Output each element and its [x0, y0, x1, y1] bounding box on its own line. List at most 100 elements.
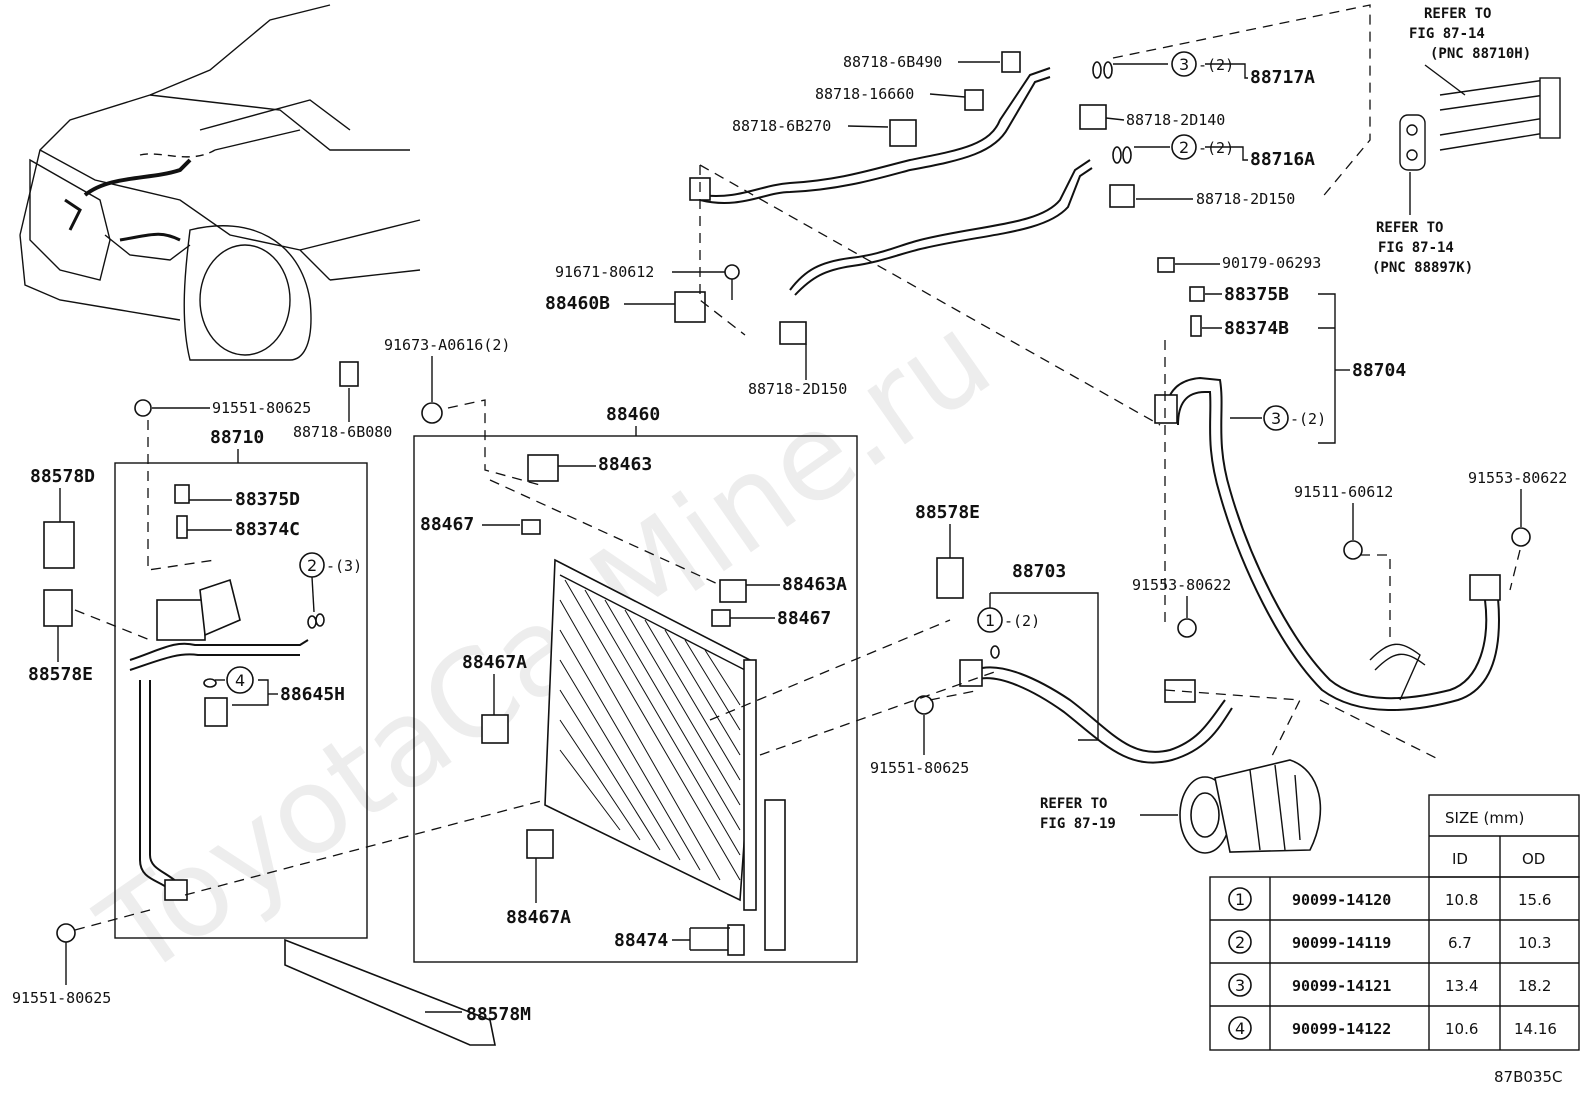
bolt-icon [56, 923, 76, 943]
label-88718-2D150-top: 88718-2D150 [1196, 190, 1295, 208]
o-ring-icon [1112, 146, 1122, 164]
cap-icon [174, 484, 190, 504]
reference-notes: REFER TO FIG 87-14 (PNC 88710H) REFER TO… [1040, 6, 1531, 832]
bolt-icon [724, 264, 740, 280]
label-88460: 88460 [606, 404, 660, 425]
bolt-icon [1177, 618, 1197, 638]
svg-text:10.3: 10.3 [1518, 934, 1551, 952]
label-91551-80625-bottom: 91551-80625 [12, 989, 111, 1007]
valve-parts-right [914, 257, 1531, 715]
bolt-icon [421, 402, 443, 424]
label-91673-A0616: 91673-A0616(2) [384, 336, 510, 354]
size-table-row-2: 2 90099-14119 6.7 10.3 [1228, 930, 1551, 954]
watermark: ToyotaCarMine.ru [76, 289, 1015, 1005]
svg-text:14.16: 14.16 [1514, 1020, 1557, 1038]
bolt-icon [1343, 540, 1363, 560]
label-88645H: 88645H [280, 684, 345, 705]
cushion-icon [481, 714, 509, 744]
label-88463: 88463 [598, 454, 652, 475]
callouts: 3 -(2) 2 -(2) 3 -(2) 2 -(3) 4 1 -(2) [226, 51, 1326, 694]
svg-text:1: 1 [1235, 890, 1245, 909]
cap-icon [1157, 257, 1175, 273]
label-88704: 88704 [1352, 360, 1406, 381]
fitting-icon [1164, 679, 1196, 703]
fitting-icon [1154, 394, 1178, 424]
bolt-icon [134, 399, 152, 417]
o-ring-icon [203, 678, 217, 688]
ref-fig-87-14-mid-line3: (PNC 88897K) [1372, 260, 1473, 276]
clip-icons-top [674, 51, 1135, 345]
dashed-guides [74, 4, 1521, 931]
svg-text:10.6: 10.6 [1445, 1020, 1478, 1038]
svg-text:-(2): -(2) [1198, 56, 1234, 74]
o-ring-icon [315, 613, 325, 627]
svg-text:1: 1 [985, 611, 995, 630]
callout-1-mid [977, 607, 1003, 633]
cooler-unit-illustration [1399, 77, 1561, 171]
ref-fig-87-19-line1: REFER TO [1040, 796, 1107, 812]
svg-text:4: 4 [1235, 1019, 1245, 1038]
callout-2-top [1171, 134, 1197, 160]
box-88710 [114, 462, 368, 939]
svg-text:10.8: 10.8 [1445, 891, 1478, 909]
bracket-icon [527, 454, 559, 482]
label-91511-60612: 91511-60612 [1294, 483, 1393, 501]
svg-text:-(2): -(2) [1004, 612, 1040, 630]
svg-text:4: 4 [235, 671, 245, 690]
tube-assembly-88710 [114, 462, 368, 939]
size-table-row-4: 4 90099-14122 10.6 14.16 [1228, 1016, 1557, 1040]
label-88710: 88710 [210, 427, 264, 448]
svg-text:90099-14122: 90099-14122 [1292, 1020, 1391, 1038]
svg-text:13.4: 13.4 [1445, 977, 1478, 995]
svg-text:-(3): -(3) [326, 557, 362, 575]
label-88703: 88703 [1012, 561, 1066, 582]
seal-icon [43, 521, 75, 569]
seal-icon [43, 589, 73, 627]
vehicle-illustration [19, 4, 421, 361]
label-88718-6B490: 88718-6B490 [843, 53, 942, 71]
size-table: SIZE (mm) ID OD 1 90099-14120 10.8 15.6 … [1209, 794, 1580, 1051]
o-ring-icon [990, 645, 1000, 659]
ref-fig-87-19-line2: FIG 87-19 [1040, 816, 1116, 832]
receiver-icon [156, 599, 206, 641]
ref-fig-87-14-top-line3: (PNC 88710H) [1430, 46, 1531, 62]
label-88717A: 88717A [1250, 67, 1315, 88]
size-table-col-od: OD [1522, 850, 1545, 868]
svg-text:15.6: 15.6 [1518, 891, 1551, 909]
label-88578D: 88578D [30, 466, 95, 487]
label-88578M: 88578M [466, 1004, 531, 1025]
bolt-icon [1511, 527, 1531, 547]
label-88578E-left: 88578E [28, 664, 93, 685]
o-ring-icon [307, 615, 317, 629]
svg-text:2: 2 [1235, 933, 1245, 952]
discharge-hose-group [699, 61, 1132, 296]
callout-4-left [226, 666, 254, 694]
valve-core-icon [1190, 315, 1202, 337]
clip-icon [779, 321, 807, 345]
callout-3-top [1171, 51, 1197, 77]
label-88374C: 88374C [235, 519, 300, 540]
clip-icon [1109, 184, 1135, 208]
ref-fig-87-14-mid-line2: FIG 87-14 [1378, 240, 1454, 256]
size-table-col-id: ID [1452, 850, 1468, 868]
svg-text:18.2: 18.2 [1518, 977, 1551, 995]
cushion-icon [526, 829, 554, 859]
svg-text:3: 3 [1235, 976, 1245, 995]
label-91553-80622-mid: 91553-80622 [1132, 576, 1231, 594]
bracket-icon [674, 291, 706, 323]
condenser-88460 [413, 435, 964, 963]
suction-hose-88704 [1154, 376, 1501, 712]
svg-text:90099-14120: 90099-14120 [1292, 891, 1391, 909]
discharge-hose-88703 [959, 645, 1233, 764]
cap-icon [1189, 286, 1205, 302]
label-88467A-top: 88467A [462, 652, 527, 673]
svg-text:2: 2 [307, 556, 317, 575]
left-loose-parts [43, 361, 496, 1046]
label-88718-2D150-bottom: 88718-2D150 [748, 380, 847, 398]
ref-fig-87-14-mid-line1: REFER TO [1376, 220, 1443, 236]
fitting-icon [164, 879, 188, 901]
label-91671-80612: 91671-80612 [555, 263, 654, 281]
label-88718-2D140: 88718-2D140 [1126, 111, 1225, 129]
svg-text:-(2): -(2) [1198, 139, 1234, 157]
